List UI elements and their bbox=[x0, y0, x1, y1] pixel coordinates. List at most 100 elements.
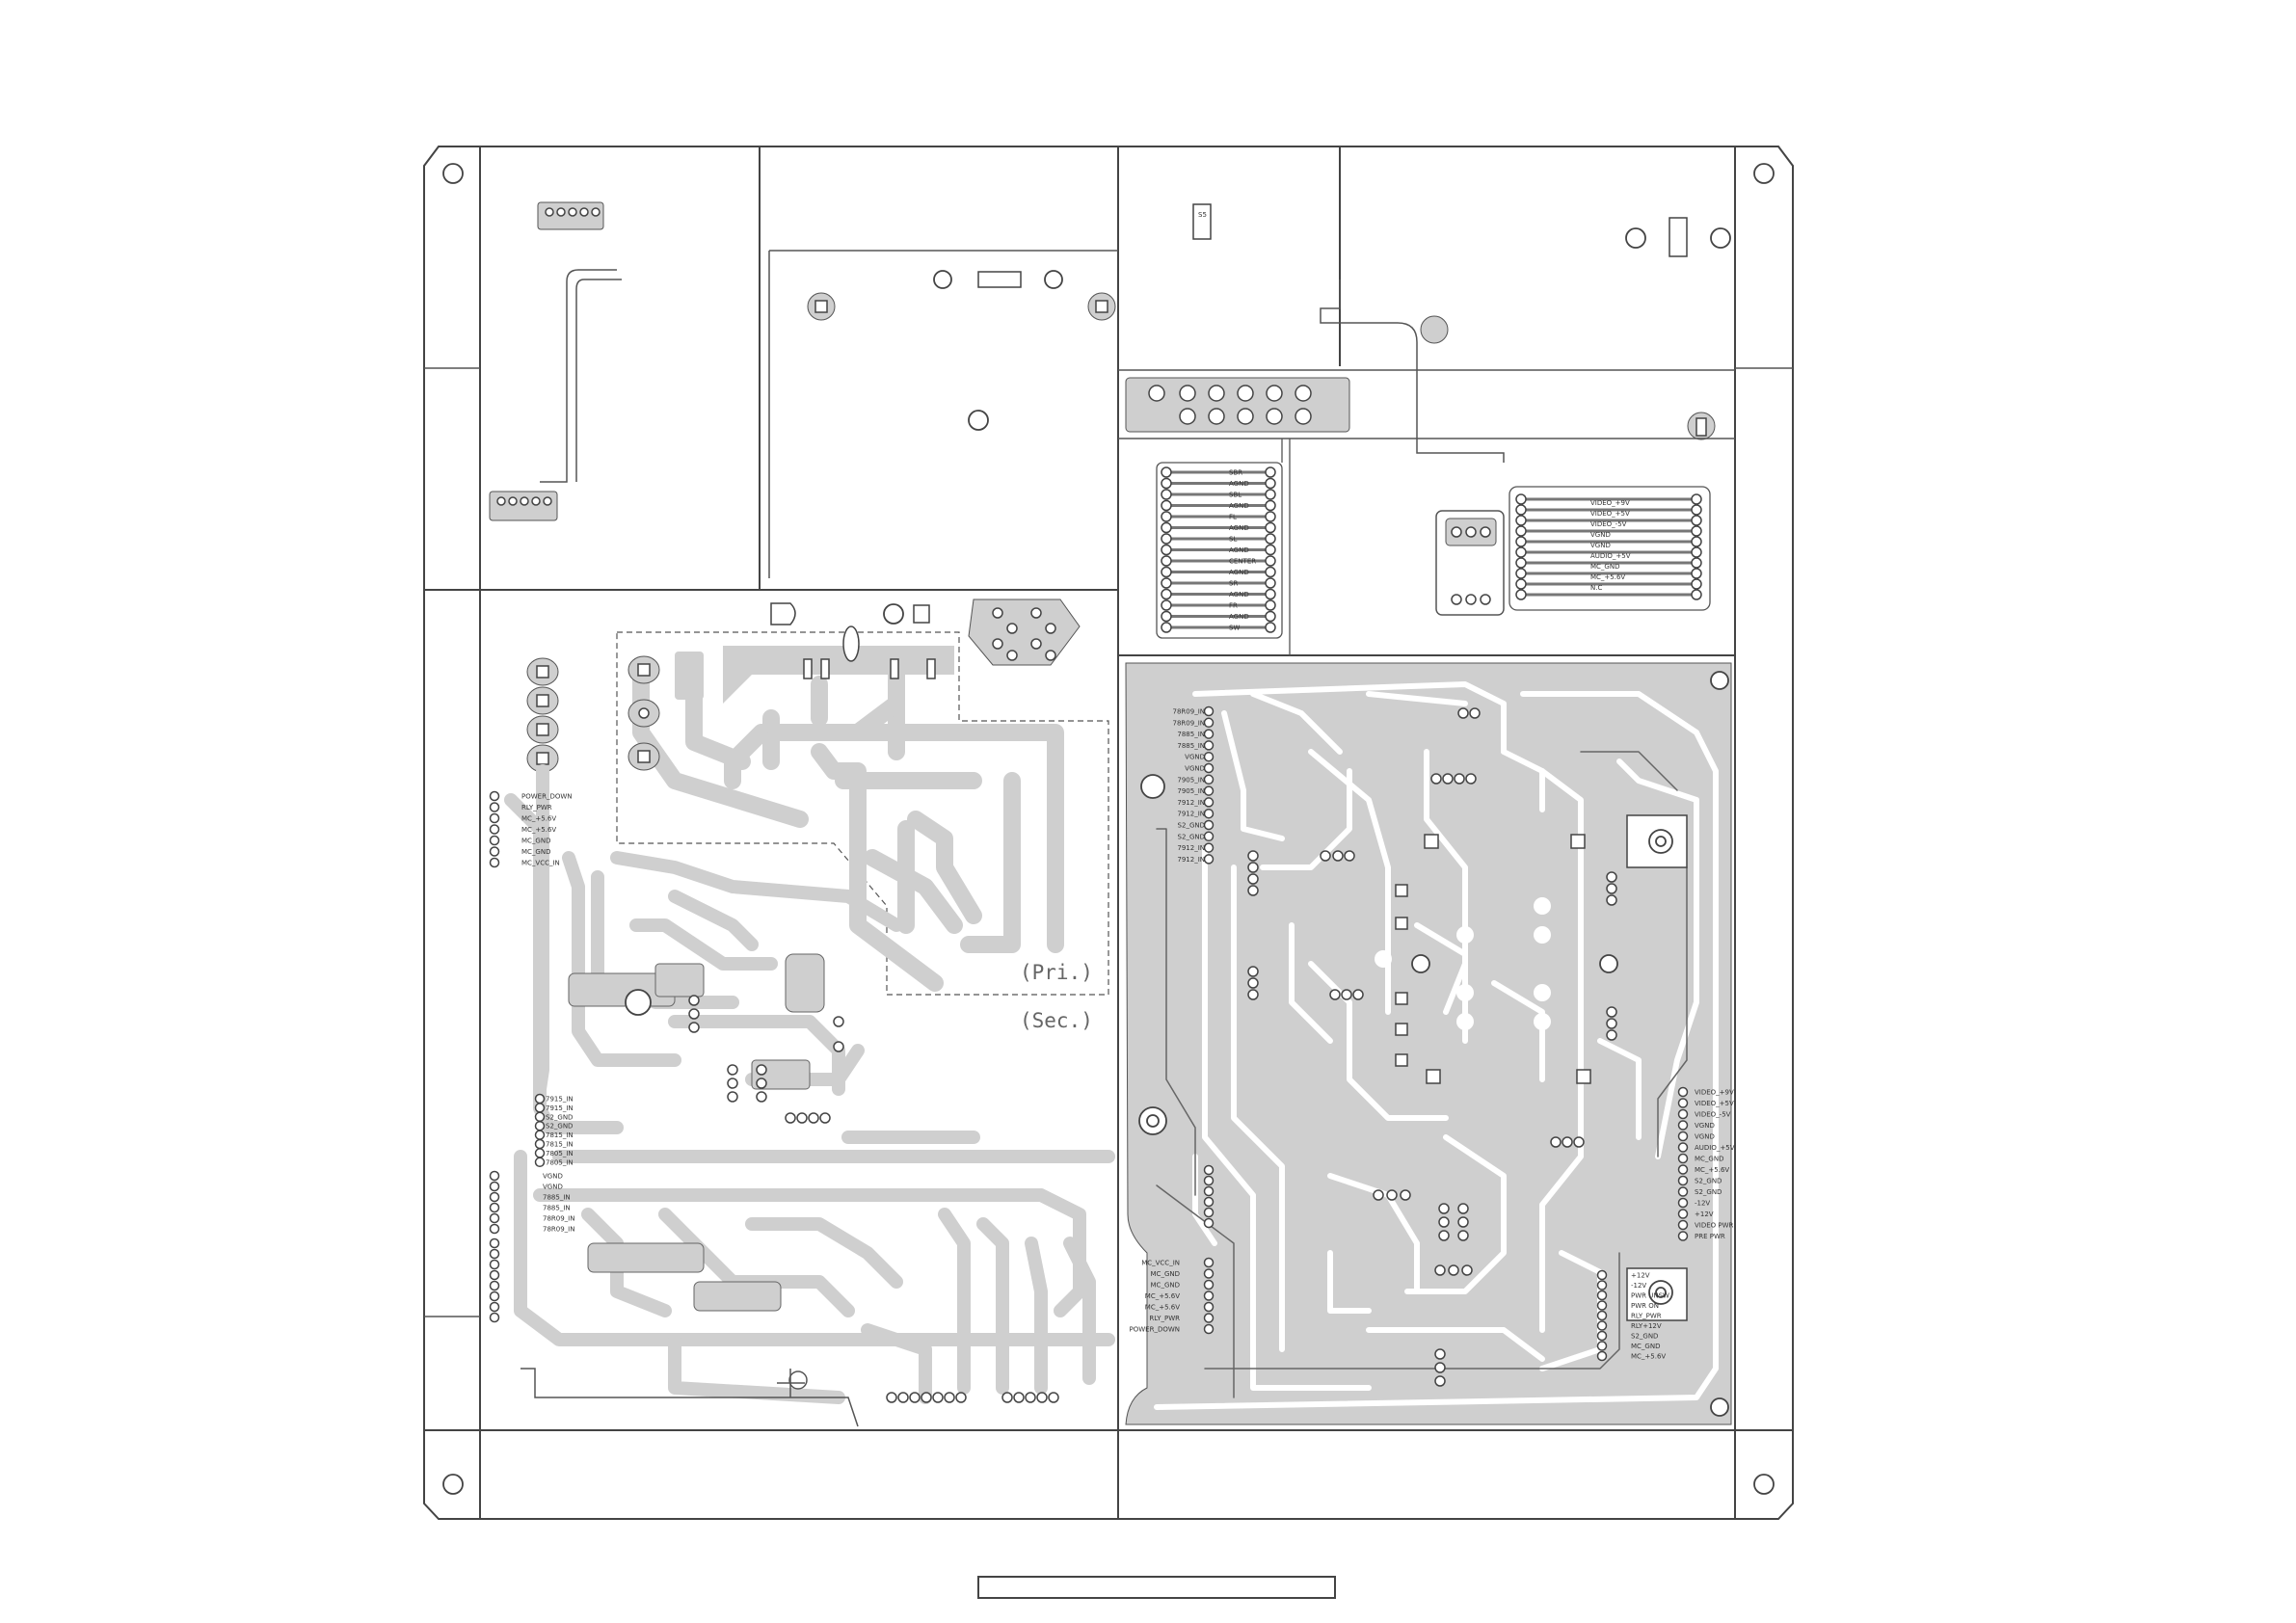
pin-label: S2_GND bbox=[1631, 1333, 1658, 1341]
pin-label: 7915_IN bbox=[546, 1096, 574, 1104]
label-primary: (Pri.) bbox=[1020, 961, 1093, 984]
audio-pin-label: SBR bbox=[1229, 469, 1242, 477]
pin-label: MC_GND bbox=[1631, 1343, 1660, 1350]
video-pin-label: VGND bbox=[1590, 542, 1611, 549]
audio-pin-label: FR bbox=[1229, 602, 1238, 610]
pin-label: 7815_IN bbox=[546, 1141, 574, 1149]
pin-label: VIDEO_+9V bbox=[1695, 1089, 1734, 1097]
pin-label: 7805_IN bbox=[546, 1150, 574, 1157]
connector-pin bbox=[489, 846, 500, 857]
secondary-connectors: 78R09_IN78R09_IN7885_IN7885_INVGNDVGND79… bbox=[1130, 705, 1735, 1362]
svg-text:S5: S5 bbox=[1198, 211, 1207, 219]
pin-label: VGND bbox=[543, 1173, 563, 1181]
pin-label: POWER_DOWN bbox=[521, 793, 573, 801]
connector-pin bbox=[489, 812, 500, 824]
video-pin-label: AUDIO_+5V bbox=[1590, 552, 1631, 560]
pin-label: VIDEO_+5V bbox=[1695, 1100, 1734, 1107]
pin-label: MC_+5.6V bbox=[1695, 1166, 1729, 1174]
audio-pin-label: AGND bbox=[1229, 502, 1249, 510]
pin-label: 7805_IN bbox=[546, 1158, 574, 1166]
connector-pin bbox=[534, 1157, 546, 1168]
pin-label: RLY_PWR bbox=[521, 804, 552, 812]
connector-pin bbox=[1203, 762, 1215, 774]
connector-pin bbox=[1203, 1185, 1215, 1197]
connector-pin bbox=[1203, 819, 1215, 831]
connector-pin bbox=[489, 1212, 500, 1224]
connector-pin bbox=[489, 1202, 500, 1213]
video-pin-label: MC_+5.6V bbox=[1590, 573, 1625, 581]
pin-label: 7912_IN bbox=[1177, 844, 1205, 852]
pin-label: 7885_IN bbox=[1177, 742, 1205, 750]
connector-pin bbox=[1203, 1313, 1215, 1323]
connector-pin bbox=[1203, 1323, 1215, 1335]
connector-pin bbox=[489, 1280, 500, 1291]
connector-pin bbox=[1203, 1279, 1215, 1290]
connector-pin bbox=[1677, 1209, 1689, 1219]
mounting-holes bbox=[442, 163, 1775, 1495]
audio-pin-label: AGND bbox=[1229, 591, 1249, 599]
pin-label: RLY_PWR bbox=[1631, 1313, 1662, 1320]
connector-pin bbox=[489, 1191, 500, 1203]
pin-label: 7885_IN bbox=[543, 1194, 571, 1202]
connector-pin bbox=[489, 1181, 500, 1192]
connector-pin bbox=[1677, 1086, 1689, 1098]
pin-label: VGND bbox=[543, 1184, 563, 1191]
pin-label: +12V bbox=[1695, 1211, 1714, 1218]
connector-pin bbox=[1677, 1108, 1689, 1120]
audio-pin-label: AGND bbox=[1229, 569, 1249, 576]
pin-label: S2_GND bbox=[546, 1123, 573, 1131]
connector-pin bbox=[1596, 1330, 1608, 1342]
connector-pin bbox=[1677, 1142, 1689, 1153]
pin-label: MC_+5.6V bbox=[521, 815, 556, 823]
primary-region: (Pri.) (Sec.) bbox=[616, 599, 1109, 1032]
pin-label: 7815_IN bbox=[546, 1131, 574, 1139]
pin-label: 7912_IN bbox=[1177, 811, 1205, 818]
pin-label: 78R09_IN bbox=[1173, 719, 1205, 727]
video-pin-label: VIDEO_-5V bbox=[1590, 520, 1627, 528]
top-right-panel: S5 bbox=[1118, 203, 1735, 463]
left-connectors: POWER_DOWN RLY_PWR MC_+5.6V MC_+5.6V MC_GND M… bbox=[489, 790, 574, 1323]
connector-pin bbox=[1677, 1197, 1689, 1209]
pin-label: MC_VCC_IN bbox=[1141, 1260, 1180, 1267]
pin-label: MC_+5.6V bbox=[1631, 1353, 1666, 1361]
pin-label: MC_VCC_IN bbox=[521, 860, 560, 867]
connector-pin bbox=[1203, 1175, 1215, 1186]
connector-pin bbox=[534, 1138, 546, 1150]
connector-pin bbox=[1677, 1153, 1689, 1164]
pin-label: MC_GND bbox=[1151, 1270, 1180, 1278]
connector-pin bbox=[1203, 842, 1215, 853]
connector-pin bbox=[1203, 797, 1215, 808]
pin-label: PWR ON bbox=[1631, 1302, 1659, 1310]
connector-pin bbox=[489, 1259, 500, 1270]
connector-pin bbox=[489, 802, 500, 812]
connector-pin bbox=[1596, 1269, 1608, 1281]
pin-label: MC_+5.6V bbox=[521, 826, 556, 834]
connector-pin bbox=[489, 1170, 500, 1182]
pin-label: RLY_PWR bbox=[1149, 1315, 1180, 1322]
audio-pin-label: AGND bbox=[1229, 480, 1249, 488]
pin-label: MC_GND bbox=[521, 838, 550, 845]
video-pin-label: VIDEO_+5V bbox=[1590, 510, 1630, 518]
pin-label: S2_GND bbox=[1178, 822, 1205, 830]
pin-label: -12V bbox=[1631, 1282, 1646, 1290]
connector-pin bbox=[1203, 808, 1215, 819]
connector-pin bbox=[1596, 1341, 1608, 1351]
pin-label: MC_+5.6V bbox=[1145, 1304, 1180, 1312]
video-pin-label: VGND bbox=[1590, 531, 1611, 539]
connector-pin bbox=[489, 835, 500, 846]
pin-label: MC_GND bbox=[521, 848, 550, 856]
pin-label: 7905_IN bbox=[1177, 787, 1205, 795]
connector-pin bbox=[534, 1130, 546, 1140]
connector-pin bbox=[1677, 1219, 1689, 1231]
pin-label: AUDIO_+5V bbox=[1695, 1144, 1735, 1152]
connector-pin bbox=[1203, 774, 1215, 785]
video-pin-label: N.C bbox=[1590, 584, 1602, 592]
connector-pin bbox=[1203, 717, 1215, 729]
audio-pin-label: AGND bbox=[1229, 524, 1249, 532]
connector-pin bbox=[1203, 1207, 1215, 1218]
connector-pin bbox=[1203, 1290, 1215, 1301]
pin-label: VGND bbox=[1695, 1122, 1715, 1130]
secondary-copper-pour bbox=[1125, 662, 1732, 1425]
audio-pin-label: SL bbox=[1229, 536, 1237, 544]
connector-pin bbox=[1596, 1300, 1608, 1311]
